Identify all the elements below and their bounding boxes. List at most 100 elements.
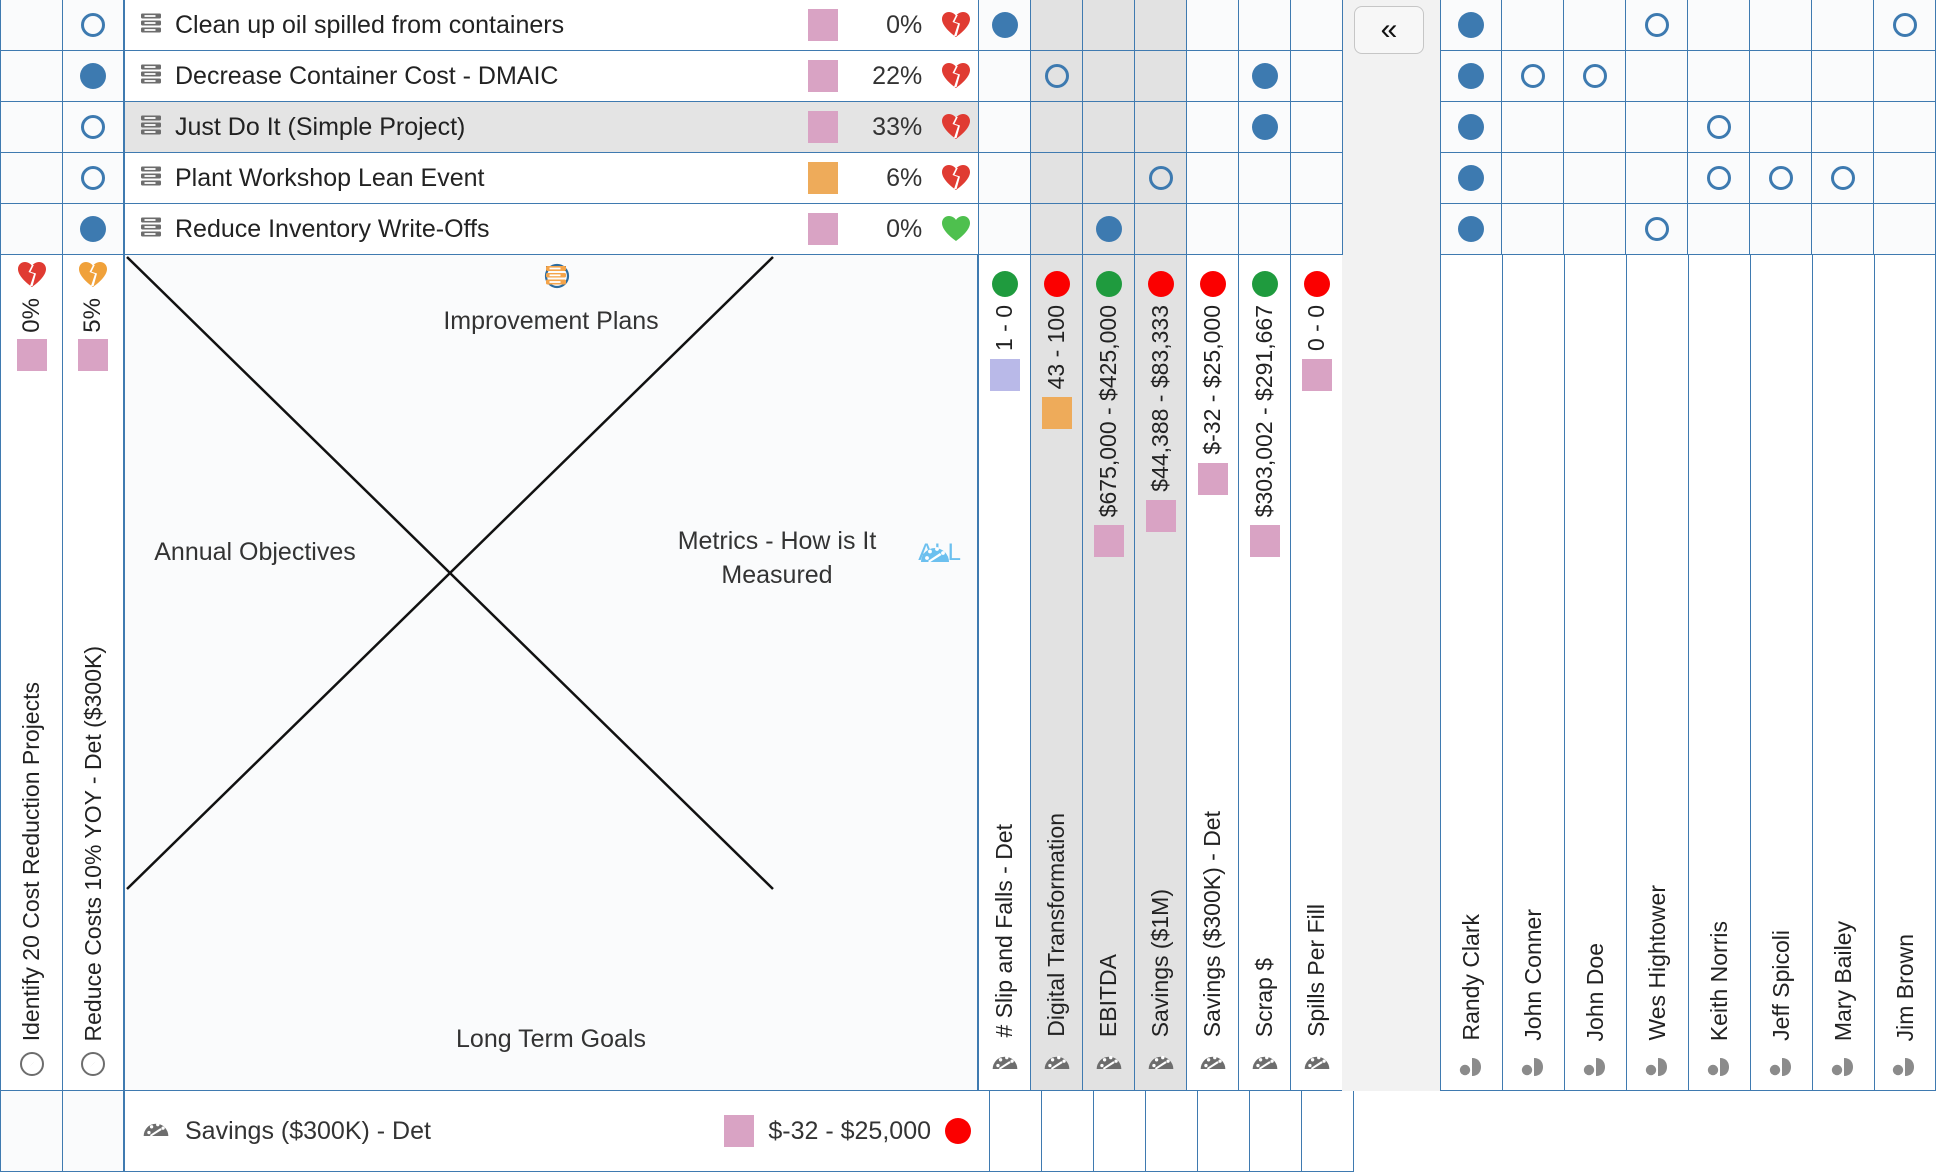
correlation-cell[interactable]: [1688, 102, 1750, 153]
correlation-cell[interactable]: [1812, 0, 1874, 51]
correlation-cell[interactable]: [1688, 51, 1750, 102]
correlation-cell[interactable]: [1874, 102, 1936, 153]
correlation-strong-icon[interactable]: [1458, 12, 1484, 38]
correlation-strong-icon[interactable]: [1458, 114, 1484, 140]
correlation-cell[interactable]: [1031, 204, 1084, 255]
correlation-cell[interactable]: [1031, 0, 1084, 51]
correlation-cell[interactable]: [1187, 153, 1240, 204]
correlation-strong-icon[interactable]: [80, 63, 106, 89]
correlation-cell[interactable]: [1688, 0, 1750, 51]
correlation-weak-icon[interactable]: [1644, 217, 1669, 241]
correlation-cell[interactable]: [1083, 153, 1136, 204]
metric-column[interactable]: 1 - 0# Slip and Falls - Det: [978, 255, 1030, 1091]
correlation-cell[interactable]: [1291, 204, 1344, 255]
correlation-strong-icon[interactable]: [991, 12, 1018, 38]
correlation-cell[interactable]: [1440, 0, 1502, 51]
person-column[interactable]: Mary Bailey: [1812, 255, 1874, 1091]
correlation-cell[interactable]: [1083, 102, 1136, 153]
correlation-cell[interactable]: [1083, 51, 1136, 102]
correlation-cell[interactable]: [1626, 102, 1688, 153]
correlation-cell[interactable]: [1031, 51, 1084, 102]
correlation-cell[interactable]: [1440, 51, 1502, 102]
correlation-cell[interactable]: [1750, 102, 1812, 153]
correlation-weak-icon[interactable]: [1520, 64, 1545, 88]
annual-objective-column[interactable]: 5%Reduce Costs 10% YOY - Det ($300K): [62, 255, 124, 1091]
correlation-strong-icon[interactable]: [1458, 165, 1484, 191]
correlation-cell[interactable]: [1750, 153, 1812, 204]
person-column[interactable]: Jeff Spicoli: [1750, 255, 1812, 1091]
correlation-cell[interactable]: [1187, 0, 1240, 51]
correlation-weak-icon[interactable]: [1148, 166, 1173, 190]
correlation-cell[interactable]: [1688, 153, 1750, 204]
correlation-cell[interactable]: [1688, 204, 1750, 255]
correlation-cell[interactable]: [1564, 153, 1626, 204]
correlation-strong-icon[interactable]: [1251, 63, 1278, 89]
correlation-cell[interactable]: [1239, 153, 1292, 204]
correlation-cell[interactable]: [1440, 102, 1502, 153]
correlation-cell[interactable]: [1502, 102, 1564, 153]
correlation-cell[interactable]: [1750, 204, 1812, 255]
correlation-weak-icon[interactable]: [1830, 166, 1855, 190]
correlation-cell[interactable]: [1239, 51, 1292, 102]
correlation-cell[interactable]: [1083, 204, 1136, 255]
correlation-cell[interactable]: [1135, 153, 1188, 204]
correlation-cell[interactable]: [1812, 51, 1874, 102]
correlation-cell[interactable]: [1626, 0, 1688, 51]
correlation-cell[interactable]: [1187, 204, 1240, 255]
correlation-cell[interactable]: [1031, 102, 1084, 153]
correlation-cell[interactable]: [1135, 102, 1188, 153]
correlation-cell[interactable]: [1564, 0, 1626, 51]
correlation-cell[interactable]: [0, 51, 62, 102]
correlation-cell[interactable]: [1812, 102, 1874, 153]
correlation-cell[interactable]: [1291, 0, 1344, 51]
correlation-strong-icon[interactable]: [1458, 63, 1484, 89]
correlation-weak-icon[interactable]: [1768, 166, 1793, 190]
correlation-cell[interactable]: [1502, 0, 1564, 51]
correlation-cell[interactable]: [62, 204, 124, 255]
correlation-weak-icon[interactable]: [81, 115, 105, 139]
correlation-cell[interactable]: [1502, 204, 1564, 255]
person-column[interactable]: John Conner: [1502, 255, 1564, 1091]
correlation-weak-icon[interactable]: [1706, 166, 1731, 190]
correlation-weak-icon[interactable]: [81, 13, 105, 37]
correlation-cell[interactable]: [62, 51, 124, 102]
metrics-filter[interactable]: ALL: [918, 537, 961, 567]
correlation-cell[interactable]: [979, 153, 1032, 204]
correlation-cell[interactable]: [1626, 153, 1688, 204]
correlation-cell[interactable]: [1239, 0, 1292, 51]
person-column[interactable]: Jim Brown: [1874, 255, 1936, 1091]
person-column[interactable]: Keith Norris: [1688, 255, 1750, 1091]
correlation-weak-icon[interactable]: [1582, 64, 1607, 88]
correlation-cell[interactable]: [62, 102, 124, 153]
correlation-cell[interactable]: [1812, 153, 1874, 204]
correlation-strong-icon[interactable]: [1095, 216, 1122, 242]
improvement-plan-row[interactable]: Just Do It (Simple Project)33%: [124, 102, 980, 153]
correlation-cell[interactable]: [1626, 204, 1688, 255]
correlation-cell[interactable]: [0, 204, 62, 255]
correlation-cell[interactable]: [1187, 51, 1240, 102]
correlation-cell[interactable]: [1031, 153, 1084, 204]
correlation-strong-icon[interactable]: [1458, 216, 1484, 242]
correlation-cell[interactable]: [1564, 51, 1626, 102]
person-column[interactable]: Wes Hightower: [1626, 255, 1688, 1091]
correlation-strong-icon[interactable]: [80, 216, 106, 242]
correlation-cell[interactable]: [1291, 153, 1344, 204]
correlation-cell[interactable]: [1564, 102, 1626, 153]
correlation-cell[interactable]: [1239, 204, 1292, 255]
correlation-cell[interactable]: [1187, 102, 1240, 153]
person-column[interactable]: John Doe: [1564, 255, 1626, 1091]
correlation-cell[interactable]: [0, 0, 62, 51]
correlation-weak-icon[interactable]: [1706, 115, 1731, 139]
selected-metric-legend[interactable]: Savings ($300K) - Det $-32 - $25,000: [124, 1091, 990, 1172]
correlation-weak-icon[interactable]: [1644, 13, 1669, 37]
correlation-cell[interactable]: [1502, 153, 1564, 204]
correlation-cell[interactable]: [979, 0, 1032, 51]
correlation-cell[interactable]: [1874, 153, 1936, 204]
correlation-cell[interactable]: [979, 102, 1032, 153]
